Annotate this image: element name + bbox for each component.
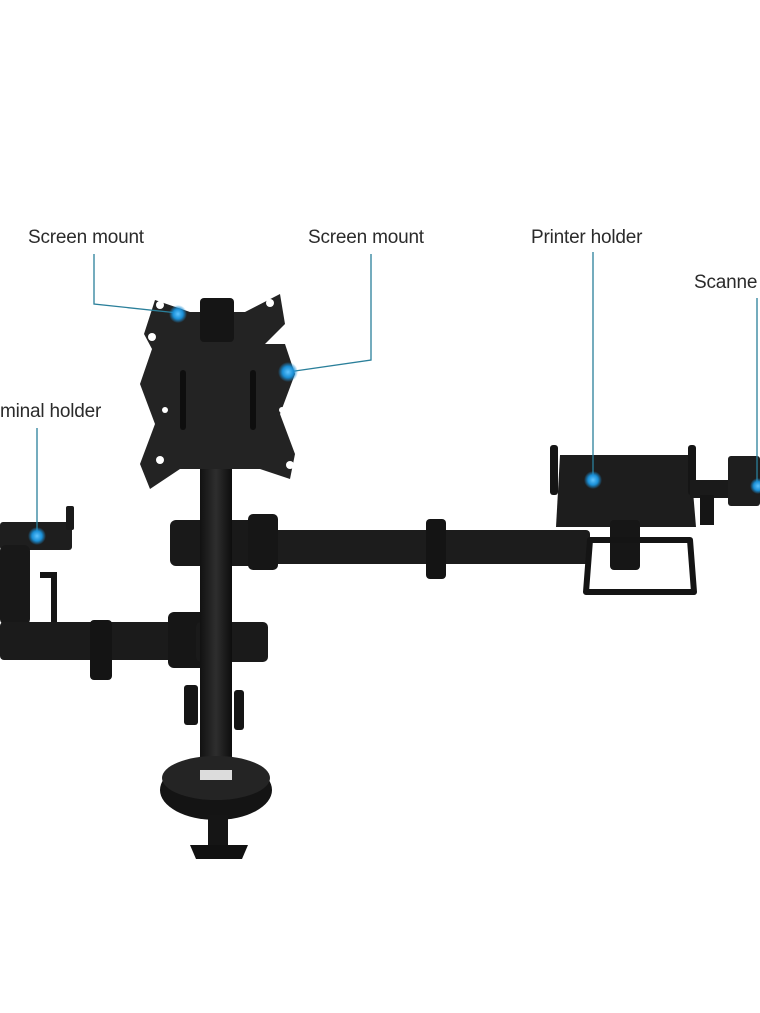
printer-holder	[550, 445, 697, 595]
callout-terminal-holder: minal holder	[0, 401, 102, 422]
callout-screen-mount-2: Screen mount	[308, 227, 424, 248]
leader-line-screen-mount-1	[93, 254, 179, 314]
vesa-plate	[140, 294, 296, 489]
callout-screen-mount-1: Screen mount	[28, 227, 144, 248]
scanner-holder	[690, 456, 760, 525]
marker-dot-printer-holder	[584, 471, 602, 489]
callout-printer-holder: Printer holder	[531, 227, 643, 248]
leader-line-screen-mount-2	[287, 254, 372, 373]
marker-dot-scanner-holder	[750, 478, 760, 494]
marker-dot-screen-mount-1	[169, 305, 187, 323]
callout-scanner-holder: Scanne	[694, 272, 758, 293]
desk-clamp	[160, 756, 272, 859]
upper-arm	[170, 514, 590, 579]
marker-dot-screen-mount-2	[278, 362, 298, 382]
marker-dot-terminal-holder	[28, 527, 46, 545]
terminal-holder	[0, 506, 74, 628]
marker-dots	[28, 305, 760, 545]
leader-lines	[36, 252, 758, 535]
